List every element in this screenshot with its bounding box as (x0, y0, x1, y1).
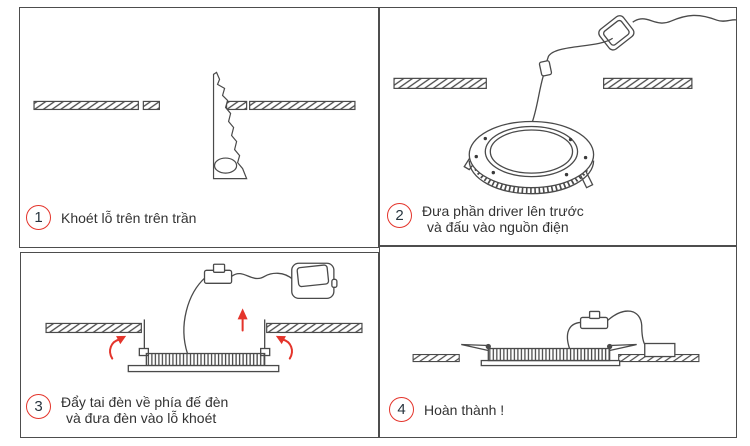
step-4-label: 4 Hoàn thành ! (389, 397, 504, 422)
spring-clip-flat-icon (461, 343, 637, 352)
rotate-arrow-icon (109, 338, 121, 360)
step-number-badge: 4 (389, 397, 414, 422)
step-number-badge: 1 (26, 205, 51, 230)
step-number: 1 (34, 209, 43, 226)
step-number: 4 (397, 401, 406, 418)
rotate-arrow-icon (281, 338, 293, 360)
installed-flush-panel-icon (461, 343, 637, 367)
ceiling-hatch-cross-section (393, 77, 693, 89)
step-1-illustration (33, 71, 356, 180)
screw-dots (474, 136, 588, 177)
step-number: 3 (34, 398, 43, 415)
wire-connector-icon (579, 310, 609, 330)
step-4-panel: 4 Hoàn thành ! (379, 246, 737, 438)
driver-box-icon (291, 262, 338, 300)
caption-line-1: Đưa phần driver lên trước (422, 203, 584, 219)
driver-box-icon (644, 342, 676, 358)
wire-and-driver (183, 262, 338, 354)
step-3-illustration (45, 262, 363, 373)
ceiling-hatch-cross-section (45, 322, 363, 334)
step-caption: Khoét lỗ trên trên trần (61, 210, 196, 226)
wire-and-driver (566, 310, 676, 358)
ferrite-connector-icon (538, 60, 553, 77)
step-number-badge: 2 (387, 203, 412, 228)
step-number-badge: 3 (26, 394, 51, 419)
caption-line-2: và đấu vào nguồn điện (427, 219, 569, 235)
step-caption: Hoàn thành ! (424, 402, 504, 418)
step-3-label: 3 Đẩy tai đèn về phía đế đèn và đưa đèn … (26, 394, 228, 426)
caption-line-1: Đẩy tai đèn về phía đế đèn (61, 394, 229, 410)
step-caption: Đẩy tai đèn về phía đế đèn và đưa đèn và… (61, 394, 228, 426)
driver-box-icon (598, 15, 635, 51)
step-1-panel: 1 Khoét lỗ trên trên trần (19, 7, 379, 248)
step-1-label: 1 Khoét lỗ trên trên trần (26, 205, 196, 230)
step-2-illustration (393, 14, 736, 195)
caption-line-1: Hoàn thành ! (424, 401, 505, 418)
wire-connector-icon (203, 263, 233, 284)
step-caption: Đưa phần driver lên trước và đấu vào ngu… (422, 203, 584, 235)
led-panel-side-view-icon (127, 319, 280, 373)
step-number: 2 (395, 207, 404, 224)
knurled-edge (472, 160, 591, 194)
ceiling-hatch-cross-section (33, 100, 356, 111)
caption-line-2: và đưa đèn vào lỗ khoét (66, 410, 217, 426)
step-3-panel: 3 Đẩy tai đèn về phía đế đèn và đưa đèn … (20, 252, 379, 438)
red-arrows (109, 308, 293, 360)
step-2-panel: 2 Đưa phần driver lên trước và đấu vào n… (379, 7, 737, 246)
step-4-illustration (412, 310, 700, 367)
caption-line-1: Khoét lỗ trên trên trần (61, 209, 197, 226)
step-2-label: 2 Đưa phần driver lên trước và đấu vào n… (387, 203, 584, 235)
keyhole-saw-icon (212, 71, 248, 180)
led-ring-panel-icon (463, 120, 595, 195)
